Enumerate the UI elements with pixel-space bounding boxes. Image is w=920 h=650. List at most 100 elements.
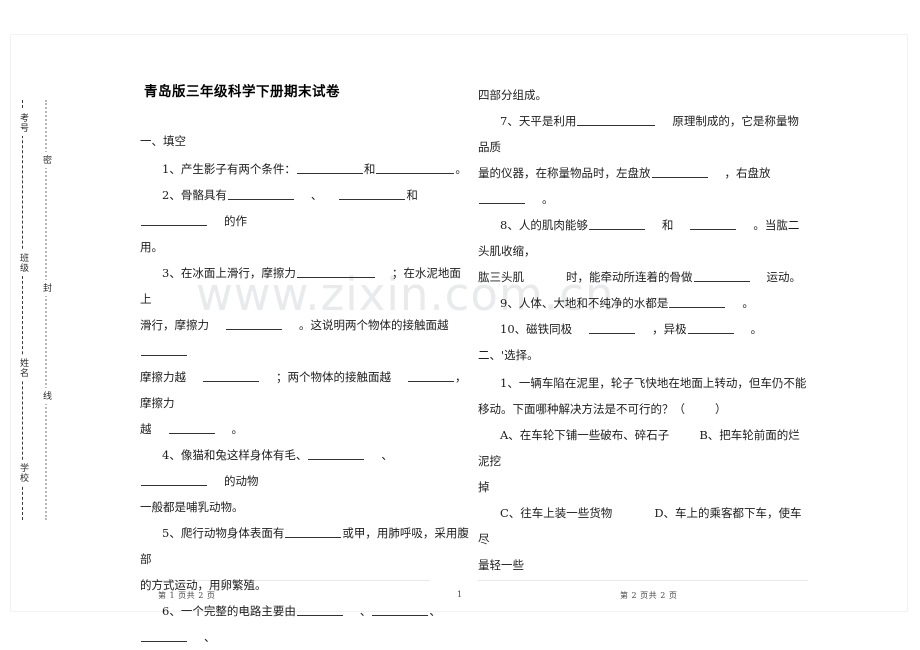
seal-char-xian: 线 — [40, 388, 53, 404]
footer-rule-right — [478, 580, 808, 581]
answer-blank[interactable] — [589, 322, 636, 334]
answer-blank[interactable] — [479, 192, 525, 204]
question-3-line4: 越。 — [140, 416, 470, 442]
question-4-tail: 的动物 — [224, 474, 259, 488]
question-7-cont-mid: ，右盘放 — [724, 166, 771, 180]
question-5-lead: 5、爬行动物身体表面有 — [162, 526, 285, 540]
question-1: 1、产生影子有两个条件：和。 — [140, 156, 470, 182]
answer-blank[interactable] — [141, 214, 207, 226]
page-title: 青岛版三年级科学下册期末试卷 — [144, 84, 340, 100]
question-8-mid: 和 — [661, 218, 674, 232]
question-10: 10、磁铁同极，异极。 — [478, 316, 808, 342]
question-6-sep1: 、 — [359, 604, 372, 618]
answer-blank[interactable] — [296, 162, 363, 174]
question-7: 7、天平是利用原理制成的，它是称量物品质 — [478, 108, 808, 160]
answer-blank[interactable] — [588, 218, 645, 230]
question-8-cont-mid: 时，能牵动所连着的骨做 — [566, 270, 693, 284]
question-9-end: 。 — [742, 296, 754, 310]
question-7-p2: 原理制成的，它是称量物品质 — [478, 114, 799, 154]
page-one-column: 青岛版三年级科学下册期末试卷 一、填空 1、产生影子有两个条件：和。 2、骨骼具… — [140, 82, 470, 650]
footer-rule-left — [140, 580, 430, 581]
answer-blank[interactable] — [285, 526, 342, 538]
answer-blank[interactable] — [376, 162, 455, 174]
mc-option-d[interactable]: D、车上的乘客都下车，使车尽 — [478, 506, 802, 546]
question-3: 3、在冰面上滑行，摩擦力；在水泥地面上 — [140, 260, 470, 312]
question-8-tail: 。当肱二头肌收缩， — [478, 218, 800, 258]
mc-option-b-continuation: 掉 — [478, 480, 490, 494]
answer-blank[interactable] — [141, 344, 187, 356]
answer-blank[interactable] — [203, 370, 259, 382]
answer-blank[interactable] — [308, 448, 365, 460]
question-2-lead: 2、骨骼具有 — [162, 188, 227, 202]
answer-blank[interactable] — [226, 318, 282, 330]
seal-field-xuexiao: 学校 — [17, 460, 30, 486]
answer-blank[interactable] — [296, 266, 375, 278]
answer-blank[interactable] — [690, 218, 737, 230]
question-6-lead: 6、一个完整的电路主要由 — [162, 604, 296, 618]
question-7-lead: 7、天平是利用 — [500, 114, 577, 128]
mc-option-c[interactable]: C、往车上装一些货物 — [500, 506, 613, 520]
question-2-mid: 和 — [406, 188, 418, 202]
question-4-sep: 、 — [381, 448, 393, 462]
answer-blank[interactable] — [227, 188, 294, 200]
question-5: 5、爬行动物身体表面有或甲，用肺呼吸，采用腹部 — [140, 520, 470, 572]
answer-blank[interactable] — [687, 322, 734, 334]
question-10-end: 。 — [750, 322, 763, 336]
question-7-continuation: 量的仪器，在称量物品时，左盘放 ，右盘放。 — [478, 160, 808, 212]
answer-blank[interactable] — [693, 270, 750, 282]
question-7-cont-end: 。 — [542, 192, 554, 206]
question-5-tail: 或甲，用肺呼吸，采用腹部 — [140, 526, 469, 566]
question-8-continuation: 肱三头肌 时，能牵动所连着的骨做 运动。 — [478, 264, 808, 290]
mc-option-d-continuation: 量轻一些 — [478, 558, 524, 572]
question-1-mid: 和 — [363, 162, 376, 176]
question-9-lead: 9、人体、大地和不纯净的水都是 — [500, 296, 669, 310]
question-8-lead: 8、人的肌肉能够 — [500, 218, 588, 232]
question-3-line2: 滑行，摩擦力。这说明两个物体的接触面越 — [140, 312, 470, 364]
seal-char-mi: 密 — [40, 152, 53, 168]
answer-blank[interactable] — [296, 604, 343, 616]
answer-blank[interactable] — [577, 114, 656, 126]
section-heading-multiple-choice: 二、'选择。 — [478, 348, 539, 362]
answer-blank[interactable] — [651, 166, 708, 178]
seal-field-xingming: 姓名 — [17, 355, 30, 381]
question-3-p5: 摩擦力越 — [140, 370, 186, 384]
question-3-line3: 摩擦力越；两个物体的接触面越，摩擦力 — [140, 364, 470, 416]
footer-page-two: 第 2 页共 2 页 — [620, 591, 678, 600]
question-2-sep: 、 — [310, 188, 323, 202]
answer-blank[interactable] — [141, 474, 207, 486]
footer-page-number: 1 — [457, 590, 463, 599]
page-two-column: 四部分组成。 7、天平是利用原理制成的，它是称量物品质 量的仪器，在称量物品时，… — [478, 82, 808, 578]
answer-blank[interactable] — [168, 422, 215, 434]
mc-paren-close: ） — [715, 402, 728, 416]
question-7-cont-lead: 量的仪器，在称量物品时，左盘放 — [478, 166, 651, 180]
question-1-end: 。 — [455, 162, 467, 176]
seal-dashed-line — [22, 100, 23, 520]
question-6-continuation: 四部分组成。 — [478, 88, 547, 102]
seal-char-feng: 封 — [40, 280, 53, 296]
question-3-p2: ；在水泥地面上 — [140, 266, 461, 306]
mc-question-1-stem: 1、一辆车陷在泥里，轮子飞快地在地面上转动，但车仍不能 — [500, 376, 807, 390]
mc-question-1-stem-text: 移动。下面哪种解决方法是不可行的？（ — [478, 402, 685, 416]
question-8: 8、人的肌肉能够 和。当肱二头肌收缩， — [478, 212, 808, 264]
seal-field-banji: 班级 — [17, 250, 30, 276]
answer-blank[interactable] — [372, 604, 429, 616]
question-3-lead: 3、在冰面上滑行，摩擦力 — [162, 266, 296, 280]
question-2-continuation: 用。 — [140, 240, 163, 254]
mc-option-b[interactable]: B、把车轮前面的烂泥挖 — [478, 428, 800, 468]
mc-option-a[interactable]: A、在车轮下铺一些破布、碎石子 — [500, 428, 670, 442]
question-8-cont-lead: 肱三头肌 — [478, 270, 524, 284]
section-heading-fill-in-blank: 一、填空 — [140, 134, 186, 148]
question-4-continuation: 一般都是哺乳动物。 — [140, 500, 244, 514]
mc-question-1-stem-line2: 移动。下面哪种解决方法是不可行的？（ ） — [478, 396, 808, 422]
answer-blank[interactable] — [339, 188, 406, 200]
question-4: 4、像猫和兔这样身体有毛、、的动物 — [140, 442, 470, 494]
answer-blank[interactable] — [669, 296, 726, 308]
answer-blank[interactable] — [141, 630, 187, 642]
answer-blank[interactable] — [408, 370, 454, 382]
question-6-sep2: 、 — [429, 604, 441, 618]
question-2-tail: 的作 — [224, 214, 247, 228]
question-3-p6: ；两个物体的接触面越 — [276, 370, 391, 384]
question-8-cont-end: 运动。 — [766, 270, 802, 284]
